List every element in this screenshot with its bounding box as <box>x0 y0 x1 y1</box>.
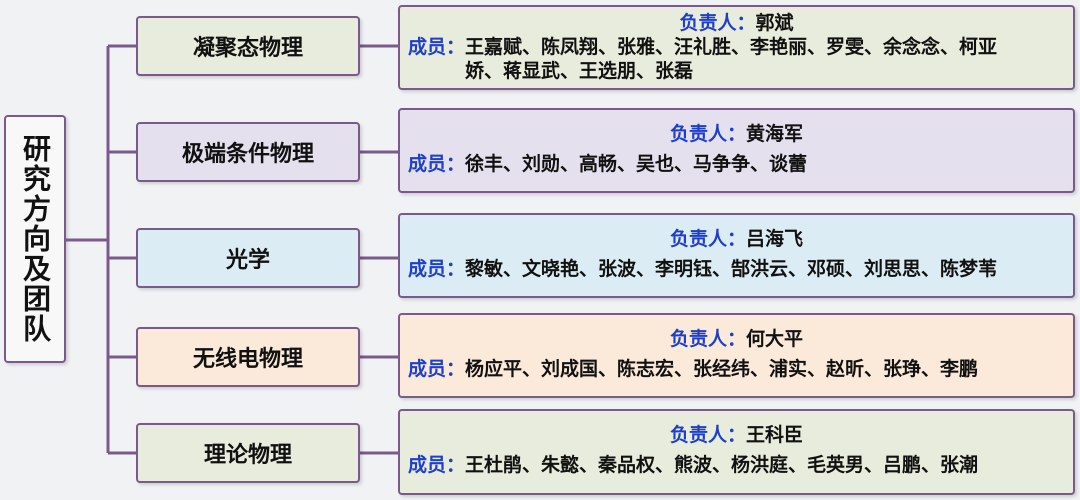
members-label: 成员： <box>408 358 466 380</box>
members-list: 王杜鹃、朱懿、秦品权、熊波、杨洪庭、毛英男、吕鹏、张潮 <box>465 454 979 476</box>
members-label: 成员： <box>408 258 466 280</box>
leader-row: 负责人：郭斌 <box>408 11 1065 35</box>
category-condensed-matter: 凝聚态物理 <box>136 16 360 76</box>
leader-label: 负责人： <box>669 123 746 145</box>
leader-name: 王科臣 <box>746 424 804 446</box>
members-row: 成员：王嘉赋、陈凤翔、张雅、汪礼胜、李艳丽、罗雯、余念念、柯亚娇、蒋显武、王选朋… <box>408 35 1065 83</box>
members-label: 成员： <box>408 153 466 175</box>
leader-label: 负责人： <box>679 12 756 34</box>
leader-name: 郭斌 <box>755 12 794 34</box>
category-label: 极端条件物理 <box>181 142 314 167</box>
leader-name: 何大平 <box>746 328 804 350</box>
root-title: 研究方向及团队 <box>19 134 52 344</box>
leader-row: 负责人：吕海飞 <box>408 227 1065 251</box>
members-list: 杨应平、刘成国、陈志宏、张经纬、浦实、赵昕、张琤、李鹏 <box>465 358 979 380</box>
leader-row: 负责人：王科臣 <box>408 423 1065 447</box>
members-label: 成员： <box>408 36 466 58</box>
leader-label: 负责人： <box>669 424 746 446</box>
category-label: 凝聚态物理 <box>192 36 303 61</box>
category-radio-physics: 无线电物理 <box>136 327 360 387</box>
root-node: 研究方向及团队 <box>4 115 66 363</box>
category-label: 光学 <box>225 248 270 273</box>
category-label: 无线电物理 <box>192 347 303 372</box>
members-row: 成员：黎敏、文晓艳、张波、李明钰、郜洪云、邓硕、刘思思、陈梦苇 <box>408 257 1065 281</box>
members-list: 王嘉赋、陈凤翔、张雅、汪礼胜、李艳丽、罗雯、余念念、柯亚娇、蒋显武、王选朋、张磊 <box>465 36 998 82</box>
members-list: 徐丰、刘勋、高畅、吴也、马争争、谈蕾 <box>465 153 808 175</box>
members-label: 成员： <box>408 454 466 476</box>
category-theoretical-physics: 理论物理 <box>136 423 360 483</box>
detail-condensed-matter: 负责人：郭斌 成员：王嘉赋、陈凤翔、张雅、汪礼胜、李艳丽、罗雯、余念念、柯亚娇、… <box>398 5 1075 90</box>
members-row: 成员：徐丰、刘勋、高畅、吴也、马争争、谈蕾 <box>408 152 1065 176</box>
members-row: 成员：王杜鹃、朱懿、秦品权、熊波、杨洪庭、毛英男、吕鹏、张潮 <box>408 453 1065 477</box>
leader-name: 吕海飞 <box>746 228 804 250</box>
detail-theoretical-physics: 负责人：王科臣 成员：王杜鹃、朱懿、秦品权、熊波、杨洪庭、毛英男、吕鹏、张潮 <box>398 409 1075 495</box>
members-row: 成员：杨应平、刘成国、陈志宏、张经纬、浦实、赵昕、张琤、李鹏 <box>408 357 1065 381</box>
leader-row: 负责人：黄海军 <box>408 122 1065 146</box>
leader-label: 负责人： <box>669 328 746 350</box>
leader-name: 黄海军 <box>746 123 804 145</box>
detail-extreme-conditions: 负责人：黄海军 成员：徐丰、刘勋、高畅、吴也、马争争、谈蕾 <box>398 108 1075 193</box>
members-list: 黎敏、文晓艳、张波、李明钰、郜洪云、邓硕、刘思思、陈梦苇 <box>465 258 998 280</box>
detail-radio-physics: 负责人：何大平 成员：杨应平、刘成国、陈志宏、张经纬、浦实、赵昕、张琤、李鹏 <box>398 313 1075 398</box>
detail-optics: 负责人：吕海飞 成员：黎敏、文晓艳、张波、李明钰、郜洪云、邓硕、刘思思、陈梦苇 <box>398 213 1075 298</box>
category-optics: 光学 <box>136 228 360 288</box>
leader-label: 负责人： <box>669 228 746 250</box>
category-label: 理论物理 <box>203 443 292 468</box>
leader-row: 负责人：何大平 <box>408 327 1065 351</box>
category-extreme-conditions: 极端条件物理 <box>136 122 360 182</box>
